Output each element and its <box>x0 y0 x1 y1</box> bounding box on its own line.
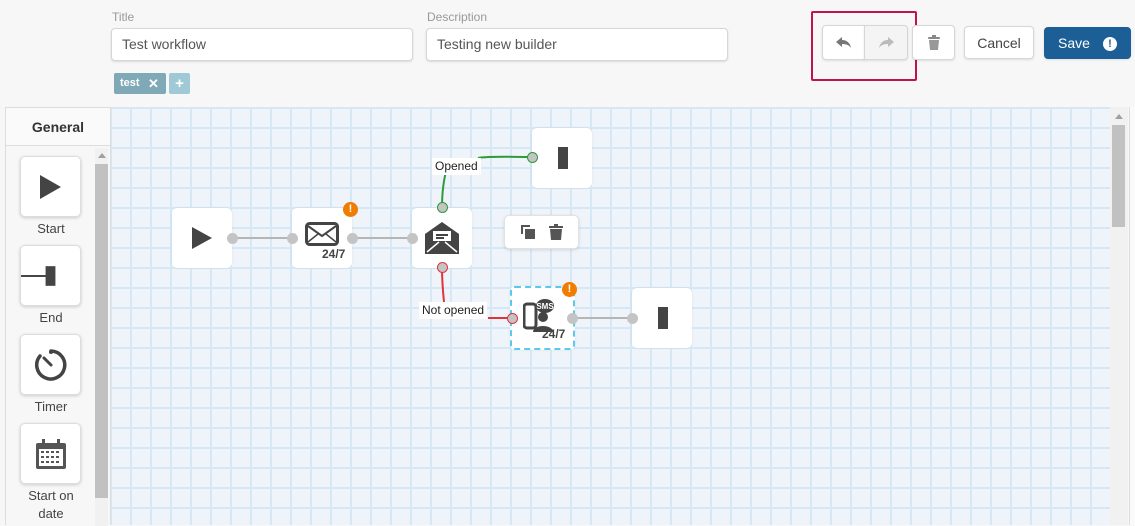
palette-label-line2: date <box>38 506 64 521</box>
title-label: Title <box>112 10 135 24</box>
palette-item-end[interactable] <box>20 245 81 306</box>
timer-icon <box>34 348 66 381</box>
node-badge: 24/7 <box>542 327 566 341</box>
node-toolbar <box>504 215 579 249</box>
save-label: Save <box>1058 35 1090 51</box>
port-sms-out[interactable] <box>567 313 578 324</box>
end-icon <box>21 265 56 286</box>
end-icon <box>658 307 668 329</box>
close-icon[interactable]: ✕ <box>148 76 159 91</box>
port-sms-in[interactable] <box>507 313 518 324</box>
scroll-up-icon[interactable] <box>98 153 106 158</box>
edge-label-opened: Opened <box>432 158 481 175</box>
copy-icon[interactable] <box>520 225 535 239</box>
palette-label-timer: Timer <box>34 399 68 414</box>
palette-sidebar: General Start End Timer Start on date <box>5 107 111 526</box>
node-opened-check[interactable] <box>412 208 472 268</box>
warning-icon: ! <box>343 202 358 217</box>
redo-button[interactable] <box>864 25 908 60</box>
sms-icon: SMS <box>522 299 554 332</box>
edge-not-opened <box>441 267 445 303</box>
title-input[interactable]: Test workflow <box>111 28 413 61</box>
node-end-sms[interactable] <box>632 288 692 348</box>
right-panel-edge <box>1129 107 1135 525</box>
cancel-button[interactable]: Cancel <box>964 26 1034 59</box>
play-icon <box>39 174 61 199</box>
undo-icon <box>835 36 851 48</box>
sms-badge: SMS <box>536 302 554 311</box>
node-end-opened[interactable] <box>532 128 592 188</box>
node-start[interactable] <box>172 208 232 268</box>
calendar-icon <box>35 438 66 469</box>
palette-item-start-on-date[interactable] <box>20 423 81 484</box>
node-sms[interactable]: SMS 24/7 <box>510 286 575 350</box>
palette-item-start[interactable] <box>20 156 81 217</box>
trash-icon <box>927 35 940 50</box>
edge-label-not-opened: Not opened <box>419 302 488 319</box>
palette-label-start: Start <box>37 221 65 236</box>
workflow-canvas[interactable] <box>111 107 1127 525</box>
palette-label-line1: Start on <box>28 488 74 503</box>
email-icon <box>305 222 339 246</box>
trash-icon[interactable] <box>548 224 563 240</box>
warning-icon: ! <box>562 282 577 297</box>
description-input[interactable]: Testing new builder <box>426 28 728 61</box>
node-email[interactable]: 24/7 <box>292 208 352 268</box>
open-email-icon <box>425 222 459 254</box>
warning-icon: ! <box>1103 37 1117 51</box>
description-label: Description <box>427 10 488 24</box>
canvas-scroll-thumb[interactable] <box>1112 125 1125 227</box>
palette-item-timer[interactable] <box>20 334 81 395</box>
canvas-scrollbar[interactable] <box>1110 107 1128 525</box>
scroll-up-icon[interactable] <box>1115 114 1123 119</box>
port-check-not-opened[interactable] <box>437 262 448 273</box>
palette-label-start-on-date: Start on date <box>6 487 96 523</box>
end-icon <box>558 147 568 169</box>
tag-label: test <box>120 77 140 89</box>
tag-chip: test ✕ <box>114 73 166 94</box>
port-end-sms-in[interactable] <box>627 313 638 324</box>
sidebar-scroll-thumb[interactable] <box>95 164 108 498</box>
save-button[interactable]: Save ! <box>1044 27 1131 59</box>
tab-general[interactable]: General <box>6 108 110 146</box>
add-tag-button[interactable]: + <box>169 73 190 94</box>
play-icon <box>192 227 212 249</box>
port-email-out[interactable] <box>347 233 358 244</box>
edge-opened-end <box>477 155 533 159</box>
port-start-out[interactable] <box>227 233 238 244</box>
port-email-in[interactable] <box>287 233 298 244</box>
port-check-opened[interactable] <box>437 202 448 213</box>
node-badge: 24/7 <box>322 247 346 261</box>
port-end-opened-in[interactable] <box>527 152 538 163</box>
port-check-in[interactable] <box>407 233 418 244</box>
sidebar-scrollbar[interactable] <box>95 148 108 526</box>
redo-icon <box>879 36 894 48</box>
palette-label-end: End <box>39 310 63 325</box>
delete-button[interactable] <box>912 25 955 60</box>
